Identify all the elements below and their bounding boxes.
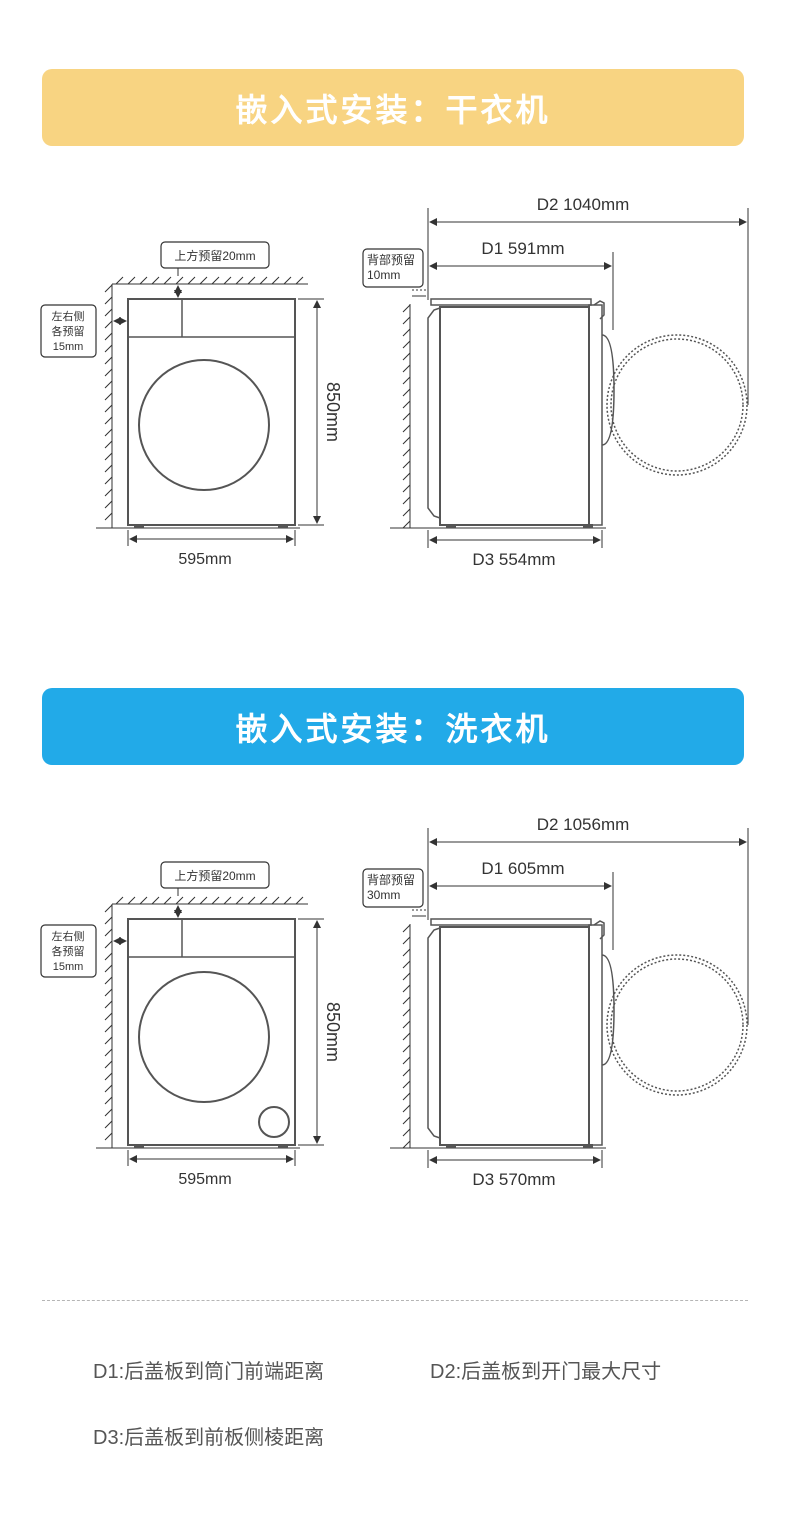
d2-label: D2 1056mm <box>537 815 630 834</box>
washer-section-title: 嵌入式安装：洗衣机 <box>42 688 744 765</box>
side-view <box>390 208 749 548</box>
legend-divider <box>42 1300 748 1301</box>
top-ceiling <box>112 276 308 285</box>
side-clearance-label-1: 左右侧 <box>52 929 85 943</box>
filter-cap-icon <box>258 1106 290 1138</box>
legend-d3: D3:后盖板到前板侧棱距离 <box>93 1427 325 1449</box>
width-label: 595mm <box>178 551 231 568</box>
side-clearance-box <box>40 924 97 978</box>
front-view <box>96 268 324 546</box>
top-clearance-label: 上方预留20mm <box>174 248 255 263</box>
back-clearance-label-1: 背部预留 <box>367 252 415 267</box>
d3-label: D3 570mm <box>472 1170 555 1189</box>
left-wall <box>104 904 113 1148</box>
d3-label: D3 554mm <box>472 550 555 569</box>
back-wall <box>402 924 411 1149</box>
top-clearance-label: 上方预留20mm <box>174 868 255 883</box>
legend-d1: D1:后盖板到筒门前端距离 <box>93 1361 325 1383</box>
height-label: 850mm <box>323 382 343 442</box>
washer-installation-diagram: 上方预留20mm 左右侧 各预留 15mm 850mm 595mm 背部预留 3… <box>40 815 749 1189</box>
top-clearance-box <box>160 241 270 269</box>
legend-d2: D2:后盖板到开门最大尺寸 <box>430 1361 662 1383</box>
back-clearance-box <box>362 248 424 288</box>
top-clearance-box <box>160 861 270 889</box>
dryer-installation-diagram: 上方预留20mm 左右侧 各预留 15mm 850mm 595mm <box>40 195 749 569</box>
side-clearance-label-3: 15mm <box>53 961 84 973</box>
side-clearance-label-1: 左右侧 <box>52 309 85 323</box>
d2-label: D2 1040mm <box>537 195 630 214</box>
side-clearance-box <box>40 304 97 358</box>
d1-label: D1 591mm <box>481 239 564 258</box>
back-clearance-label-2: 30mm <box>367 888 400 902</box>
back-wall <box>402 304 411 529</box>
top-ceiling <box>112 896 308 905</box>
height-label: 850mm <box>323 1002 343 1062</box>
back-clearance-label-2: 10mm <box>367 268 400 282</box>
d1-label: D1 605mm <box>481 859 564 878</box>
width-label: 595mm <box>178 1171 231 1188</box>
dryer-section-title: 嵌入式安装：干衣机 <box>42 69 744 146</box>
front-view <box>96 888 324 1166</box>
back-clearance-label-1: 背部预留 <box>367 872 415 887</box>
side-clearance-label-3: 15mm <box>53 341 84 353</box>
back-clearance-box <box>362 868 424 908</box>
side-clearance-label-2: 各预留 <box>52 324 85 338</box>
left-wall <box>104 284 113 528</box>
side-view <box>390 828 749 1168</box>
side-clearance-label-2: 各预留 <box>52 944 85 958</box>
